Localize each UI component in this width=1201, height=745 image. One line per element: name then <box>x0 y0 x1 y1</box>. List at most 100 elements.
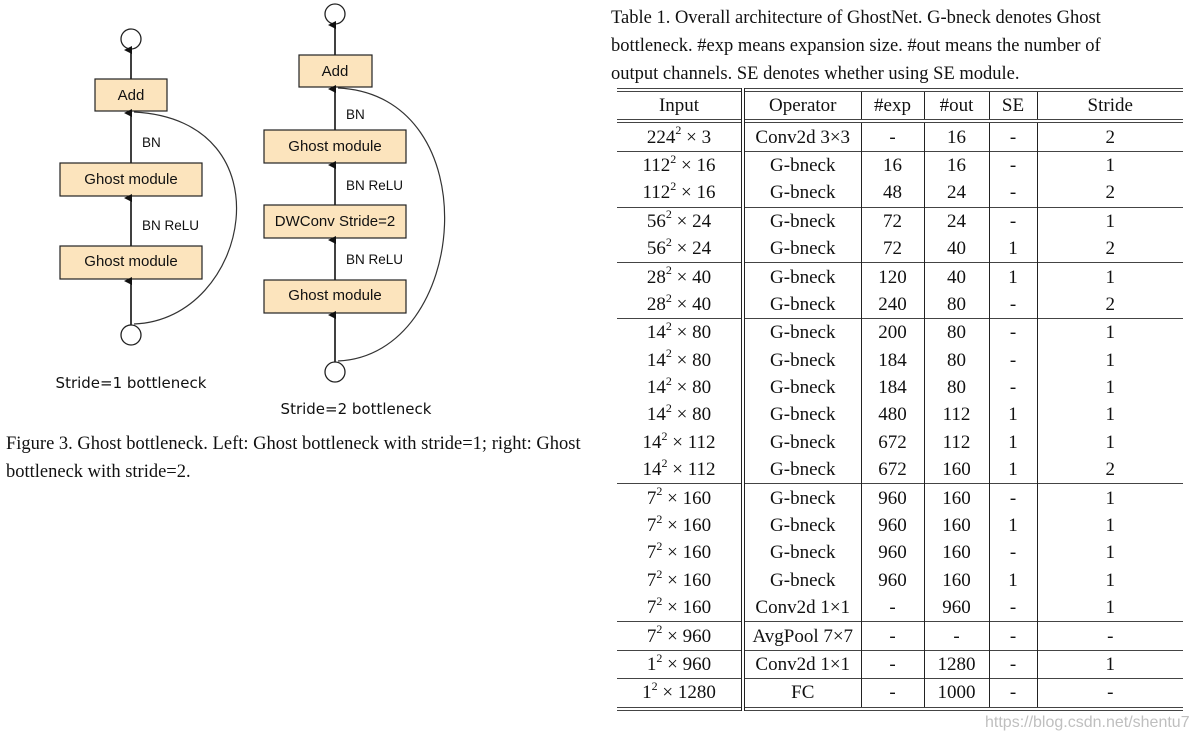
input-size: 7 <box>646 597 657 619</box>
input-channels: × 24 <box>676 238 712 260</box>
input-exponent: 2 <box>656 511 663 526</box>
cell-exp: - <box>860 621 924 651</box>
dwconv-label: DWConv Stride=2 <box>275 213 395 230</box>
cell-exp: 672 <box>860 428 924 457</box>
input-size: 56 <box>646 238 666 260</box>
cell-se: 1 <box>988 262 1037 291</box>
cell-exp: - <box>860 594 924 622</box>
bn-label: BN <box>346 107 365 122</box>
cell-input: 72 × 160 <box>617 483 745 512</box>
cell-out: 80 <box>923 318 989 347</box>
input-exponent: 2 <box>665 346 672 361</box>
cell-out: 24 <box>923 179 989 208</box>
cell-input: 562 × 24 <box>617 234 745 263</box>
cell-se: 1 <box>988 428 1037 457</box>
header-stride: Stride <box>1036 90 1183 122</box>
cell-operator: G-bneck <box>770 210 836 232</box>
cell-input: 72 × 160 <box>617 593 745 622</box>
architecture-table: Input Operator #exp #out SE Stride 2242 … <box>617 88 1183 711</box>
input-size: 14 <box>646 322 666 344</box>
input-channels: × 16 <box>681 182 716 204</box>
input-size: 28 <box>646 266 666 288</box>
cell-out: 80 <box>923 373 989 402</box>
cell-exp: 184 <box>860 373 924 402</box>
ghost-module-label: Ghost module <box>84 253 177 270</box>
input-channels: × 160 <box>667 569 712 591</box>
header-input: Input <box>617 90 745 122</box>
cell-se: 1 <box>988 511 1037 540</box>
cell-se: - <box>988 121 1037 152</box>
input-size: 112 <box>642 154 671 176</box>
cell-out: 112 <box>923 401 989 429</box>
cell-se: 1 <box>988 456 1037 484</box>
cell-operator: G-bneck <box>770 515 836 537</box>
cell-stride: 2 <box>1036 456 1183 484</box>
input-exponent: 2 <box>651 679 658 694</box>
output-node <box>324 3 346 25</box>
input-size: 14 <box>642 459 662 481</box>
input-channels: × 40 <box>676 266 712 288</box>
cell-input: 72 × 960 <box>617 621 745 651</box>
table-caption-line: bottleneck. #exp means expansion size. #… <box>611 36 1101 56</box>
cell-input: 142 × 112 <box>617 456 745 484</box>
input-exponent: 2 <box>656 593 663 608</box>
cell-stride: 1 <box>1036 594 1183 622</box>
input-channels: × 112 <box>672 459 716 481</box>
input-size: 7 <box>646 487 657 509</box>
header-out: #out <box>923 90 989 122</box>
cell-stride: 1 <box>1036 373 1183 402</box>
input-size: 7 <box>646 625 657 647</box>
input-size: 7 <box>646 569 657 591</box>
stride1-caption: Stride=1 bottleneck <box>56 374 207 392</box>
cell-operator: G-bneck <box>770 377 836 399</box>
cell-stride: 1 <box>1036 511 1183 540</box>
cell-out: 16 <box>923 121 989 152</box>
cell-stride: 2 <box>1036 121 1183 152</box>
cell-out: 160 <box>923 456 989 484</box>
add-label: Add <box>322 63 349 80</box>
cell-exp: 672 <box>860 456 924 484</box>
cell-se: - <box>988 650 1037 679</box>
cell-se: - <box>988 318 1037 347</box>
input-exponent: 2 <box>665 373 672 388</box>
cell-exp: 48 <box>860 179 924 208</box>
cell-se: 1 <box>988 234 1037 263</box>
input-channels: × 80 <box>676 377 712 399</box>
input-exponent: 2 <box>656 484 663 499</box>
cell-out: - <box>923 621 989 651</box>
input-channels: × 1280 <box>662 682 716 704</box>
ghost-module-label: Ghost module <box>288 138 381 155</box>
cell-out: 80 <box>923 290 989 319</box>
table-caption-line: Table 1. Overall architecture of GhostNe… <box>611 8 1101 28</box>
cell-stride: 1 <box>1036 428 1183 457</box>
header-operator: Operator <box>768 95 837 117</box>
add-label: Add <box>118 87 145 104</box>
cell-input: 72 × 160 <box>617 539 745 567</box>
input-channels: × 112 <box>672 431 716 453</box>
cell-input: 142 × 112 <box>617 428 745 457</box>
ghost-module-box <box>59 162 203 197</box>
cell-out: 40 <box>923 234 989 263</box>
cell-operator: G-bneck <box>770 349 836 371</box>
cell-exp: 960 <box>860 483 924 512</box>
input-exponent: 2 <box>665 207 672 222</box>
cell-stride: 2 <box>1036 179 1183 208</box>
input-size: 1 <box>646 654 657 675</box>
cell-operator: G-bneck <box>770 404 836 426</box>
cell-stride: 1 <box>1036 346 1183 374</box>
cell-out: 160 <box>923 539 989 567</box>
header-exp: #exp <box>860 90 924 122</box>
cell-operator: Conv2d 1×1 <box>755 654 851 675</box>
ghost-module-box <box>263 279 407 314</box>
cell-stride: 1 <box>1036 566 1183 595</box>
